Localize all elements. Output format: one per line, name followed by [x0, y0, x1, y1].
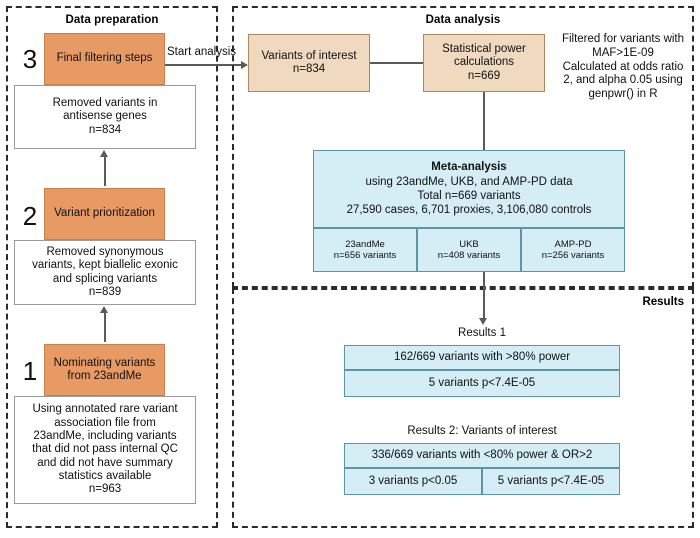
- results-2-top-row-text: 336/669 variants with <80% power & OR>2: [371, 448, 593, 461]
- step-1-detail-line-5: and did not have summary: [37, 456, 173, 469]
- step-1-detail-line-3: 23andMe, including variants: [33, 430, 177, 442]
- connector-step1-to-step2-arrowhead: [100, 306, 108, 313]
- step-2-detail-line-1: Removed synonymous: [46, 245, 164, 258]
- meta-analysis-line-2: Total n=669 variants: [417, 190, 521, 202]
- step-1-number: 1: [22, 356, 38, 386]
- results-2-bottom-right-text: 5 variants p<7.4E-05: [497, 474, 605, 487]
- results-2-top-row[interactable]: 336/669 variants with <80% power & OR>2: [344, 443, 620, 468]
- step-3-box-label: Final filtering steps: [56, 52, 153, 65]
- panel-results: [232, 288, 694, 528]
- results-1-bottom-row[interactable]: 5 variants p<7.4E-05: [344, 370, 620, 397]
- start-analysis-line: [165, 64, 243, 66]
- step-3-box[interactable]: Final filtering steps: [44, 33, 165, 85]
- results-2-bottom-left-text: 3 variants p<0.05: [368, 474, 458, 487]
- step-1-detail-box: Using annotated rare variant association…: [14, 396, 196, 504]
- connector-power-to-meta: [483, 92, 485, 150]
- step-2-detail-box: Removed synonymous variants, kept bialle…: [14, 240, 196, 305]
- step-1-detail-line-1: Using annotated rare variant: [32, 403, 178, 416]
- meta-analysis-line-3: 27,590 cases, 6,701 proxies, 3,106,080 c…: [346, 204, 592, 217]
- step-2-detail-line-2: variants, kept biallelic exonic: [32, 259, 178, 272]
- step-3-detail-line-3: n=834: [88, 123, 122, 136]
- results-2-bottom-left[interactable]: 3 variants p<0.05: [344, 468, 482, 495]
- step-3-detail-line-1: Removed variants in: [52, 97, 158, 109]
- statistical-power-count: n=669: [467, 69, 501, 82]
- step-1-detail-line-4: that did not pass internal QC: [32, 443, 178, 456]
- cohort-box-amppd[interactable]: AMP-PD n=256 variants: [521, 228, 625, 272]
- meta-analysis-text: Meta-analysis using 23andMe, UKB, and AM…: [314, 160, 624, 218]
- connector-meta-to-results: [483, 272, 485, 320]
- cohort-ukb-name: UKB: [459, 238, 479, 250]
- step-1-box[interactable]: Nominating variants from 23andMe: [44, 344, 165, 396]
- filter-note: Filtered for variants with MAF>1E-09 Cal…: [549, 33, 697, 102]
- step-2-detail-text: Removed synonymous variants, kept bialle…: [15, 246, 195, 299]
- results-2-bottom-right[interactable]: 5 variants p<7.4E-05: [482, 468, 620, 495]
- results-1-top-row[interactable]: 162/669 variants with >80% power: [344, 345, 620, 370]
- step-2-detail-line-3: and splicing variants: [52, 272, 158, 285]
- panel-data-preparation: [6, 6, 218, 528]
- connector-step2-to-step3-arrowhead: [100, 150, 108, 157]
- step-1-detail-line-2: association file from: [54, 416, 156, 429]
- meta-analysis-line-1: using 23andMe, UKB, and AMP-PD data: [365, 175, 573, 188]
- connector-step1-to-step2: [104, 312, 106, 342]
- step-2-box[interactable]: Variant prioritization: [44, 188, 165, 240]
- cohort-amppd-name: AMP-PD: [554, 238, 592, 250]
- step-2-number: 2: [22, 201, 38, 231]
- cohort-23andme-text: 23andMe n=656 variants: [314, 239, 416, 261]
- variants-of-interest-text: Variants of interest n=834: [249, 50, 369, 77]
- step-1-detail-line-7: n=963: [88, 483, 122, 496]
- meta-analysis-box[interactable]: Meta-analysis using 23andMe, UKB, and AM…: [313, 150, 625, 228]
- filter-note-line-2: MAF>1E-09: [592, 46, 654, 59]
- connector-step2-to-step3: [104, 156, 106, 186]
- cohort-23andme-count: n=656 variants: [333, 250, 397, 261]
- step-3-detail-line-2: antisense genes: [63, 110, 147, 123]
- step-3-detail-box: Removed variants in antisense genes n=83…: [14, 85, 196, 149]
- results-1-bottom-row-text: 5 variants p<7.4E-05: [428, 376, 536, 389]
- step-1-box-label-line-2: from 23andMe: [67, 370, 142, 382]
- variants-of-interest-box[interactable]: Variants of interest n=834: [248, 34, 370, 92]
- filter-note-line-5: genpwr() in R: [588, 88, 658, 101]
- step-3-number: 3: [22, 44, 38, 74]
- cohort-box-23andme[interactable]: 23andMe n=656 variants: [313, 228, 417, 272]
- cohort-box-ukb[interactable]: UKB n=408 variants: [417, 228, 521, 272]
- statistical-power-title-line-2: calculations: [453, 56, 515, 69]
- cohort-ukb-text: UKB n=408 variants: [418, 239, 520, 261]
- variants-of-interest-title: Variants of interest: [261, 49, 357, 62]
- step-2-box-label: Variant prioritization: [54, 207, 155, 220]
- results-1-caption: Results 1: [458, 327, 506, 339]
- filter-note-line-4: 2, and alpha 0.05 using: [563, 74, 683, 87]
- step-1-box-label: Nominating variants from 23andMe: [45, 357, 164, 384]
- cohort-amppd-count: n=256 variants: [541, 250, 605, 261]
- panel-results-title: Results: [642, 296, 684, 308]
- panel-data-preparation-title: Data preparation: [65, 14, 159, 26]
- filter-note-line-1: Filtered for variants with: [561, 33, 685, 45]
- results-1-top-row-text: 162/669 variants with >80% power: [393, 350, 571, 363]
- statistical-power-title-line-1: Statistical power: [442, 43, 526, 55]
- meta-analysis-heading: Meta-analysis: [431, 161, 507, 174]
- variants-of-interest-count: n=834: [292, 63, 326, 75]
- step-2-detail-line-4: n=839: [88, 285, 122, 298]
- step-1-detail-line-6: statistics available: [58, 469, 152, 482]
- connector-meta-to-results-arrowhead: [479, 318, 487, 325]
- cohort-amppd-text: AMP-PD n=256 variants: [522, 239, 624, 261]
- panel-data-analysis: [232, 6, 694, 288]
- statistical-power-text: Statistical power calculations n=669: [424, 43, 544, 83]
- statistical-power-box[interactable]: Statistical power calculations n=669: [423, 34, 545, 92]
- panel-data-analysis-title: Data analysis: [425, 14, 501, 26]
- start-analysis-label: Start analysis: [167, 46, 237, 58]
- step-1-box-label-line-1: Nominating variants: [53, 356, 156, 369]
- start-analysis-arrowhead: [241, 60, 248, 69]
- connector-voi-to-power: [370, 62, 423, 64]
- results-2-caption: Results 2: Variants of interest: [407, 425, 557, 437]
- filter-note-line-3: Calculated at odds ratio: [562, 60, 684, 73]
- cohort-23andme-name: 23andMe: [345, 238, 385, 250]
- step-1-detail-text: Using annotated rare variant association…: [15, 403, 195, 496]
- step-3-detail-text: Removed variants in antisense genes n=83…: [15, 97, 195, 137]
- cohort-ukb-count: n=408 variants: [437, 250, 501, 261]
